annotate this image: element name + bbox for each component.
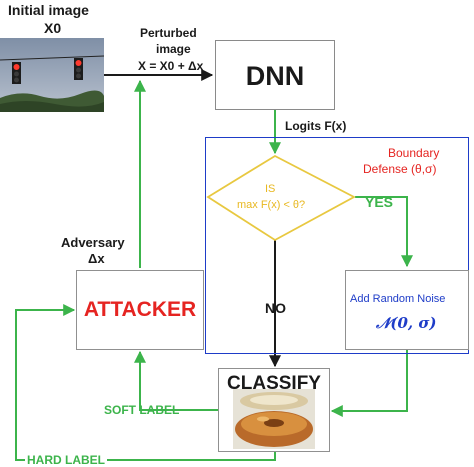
logits-label: Logits F(x) [285,119,347,133]
arrow-soft-label [134,350,218,411]
classify-label: CLASSIFY [227,373,321,394]
initial-image-subtitle: X0 [44,20,62,36]
no-label: NO [265,300,286,316]
boundary-defense-region [205,137,469,354]
attacker-label: ATTACKER [83,298,197,321]
soft-label: SOFT LABEL [104,403,180,417]
perturbed-label-line2: image [156,42,191,56]
bagel-image [233,389,315,449]
perturbation-formula: X = X0 + Δx [138,59,204,73]
yes-label: YES [365,194,394,210]
arrow-yes-to-noise [355,196,413,268]
dnn-label: DNN [245,61,305,91]
noise-formula: 𝒩(0, σ) [376,314,437,332]
adversary-label-line1: Adversary [61,235,125,250]
initial-image-title: Initial image [8,2,89,18]
traffic-light-image [0,38,104,112]
arrow-hard-label [15,304,276,461]
attacker-box: ATTACKER [76,270,204,350]
arrow-noise-to-classify [330,350,408,417]
adversary-label-line2: Δx [88,251,105,266]
decision-text-line2: max F(x) < θ? [237,199,306,211]
random-noise-label: Add Random Noise [350,293,446,305]
decision-diamond [206,154,356,242]
perturbed-label-line1: Perturbed [140,26,197,40]
boundary-defense-title-line1: Boundary [388,146,440,160]
random-noise-box [345,270,469,350]
decision-text-line1: IS [265,183,276,195]
hard-label: HARD LABEL [25,453,107,467]
dnn-box: DNN [215,40,335,110]
boundary-defense-title-line2: Defense (θ,σ) [363,162,437,176]
